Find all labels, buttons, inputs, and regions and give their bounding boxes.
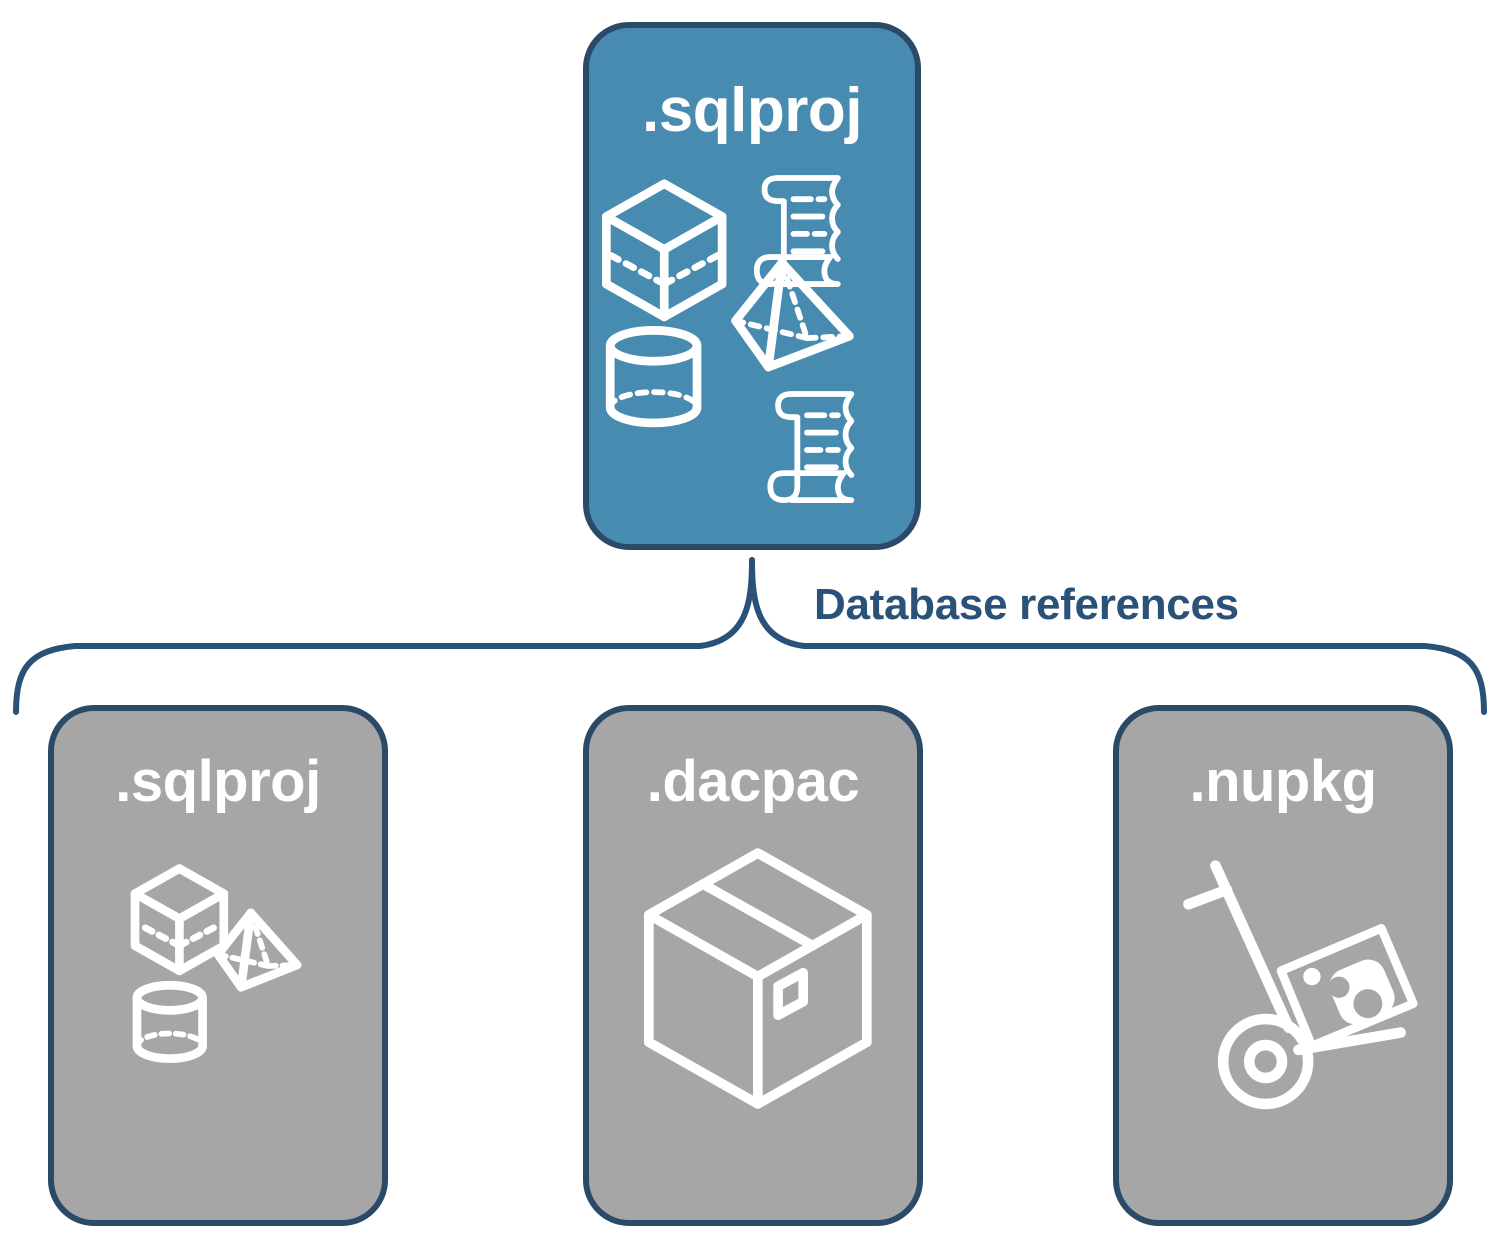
cylinder-icon [605,326,702,428]
pyramid-icon [731,258,854,372]
card-reference-dacpac[interactable]: .dacpac [583,705,923,1226]
card-sqlproj-root[interactable]: .sqlproj [583,22,921,550]
cube-icon [602,179,727,322]
cylinder-icon [132,980,207,1063]
cube-icon [130,864,229,976]
nuget-package-icon [1276,924,1418,1051]
shipping-box-icon [643,848,872,1109]
script-scroll-icon [753,175,841,287]
pyramid-icon [213,908,302,992]
card-title-sqlproj-root: .sqlproj [642,76,862,145]
card-title-dacpac: .dacpac [646,749,860,814]
card-title-sqlproj: .sqlproj [115,749,321,814]
card-reference-nupkg[interactable]: .nupkg [1113,705,1453,1226]
card-reference-sqlproj[interactable]: .sqlproj [48,705,388,1226]
connector-label: Database references [814,580,1239,629]
script-scroll-icon [767,391,855,504]
card-title-nupkg: .nupkg [1189,749,1377,814]
hand-truck-icon [1183,860,1406,1110]
